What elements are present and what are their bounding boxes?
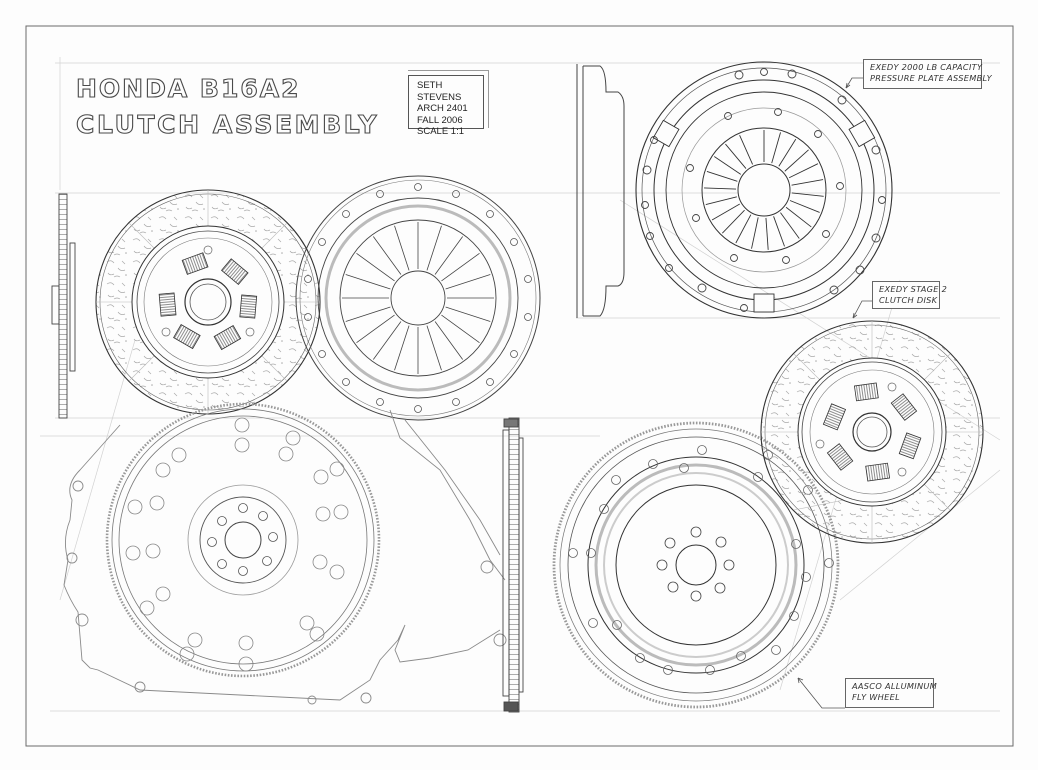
callout-pressure-plate-line2: PRESSURE PLATE ASSEMBLY	[870, 73, 992, 83]
clutch-disk-side-profile	[51, 193, 76, 419]
pressure-plate-exploded	[295, 175, 541, 421]
title-block-term: FALL 2006	[417, 114, 463, 126]
drawing-title-line-1: HONDA B16A2	[75, 73, 301, 103]
bellhousing-gasket-outline	[63, 409, 507, 705]
title-block-course: ARCH 2401	[417, 103, 468, 115]
callout-flywheel: AASCO ALLUMINUM FLY WHEEL	[845, 678, 938, 708]
clutch-disk-detail	[760, 320, 984, 544]
title-block-scale: SCALE 1:1	[417, 126, 464, 138]
callout-flywheel-line2: FLY WHEEL	[852, 692, 900, 702]
callout-clutch-disk-line2: CLUTCH DISK	[879, 295, 938, 305]
callout-pressure-plate: EXEDY 2000 LB CAPACITY PRESSURE PLATE AS…	[863, 59, 992, 89]
callout-flywheel-line1: AASCO ALLUMINUM	[852, 681, 938, 691]
title-block: SETH STEVENS ARCH 2401 FALL 2006 SCALE 1…	[408, 70, 489, 137]
pressure-plate-side-profile	[576, 64, 625, 318]
callout-clutch-disk: EXEDY STAGE 2 CLUTCH DISK	[872, 281, 948, 309]
callout-leaders	[797, 77, 872, 709]
pressure-plate-detail	[635, 61, 893, 319]
callout-clutch-disk-line1: EXEDY STAGE 2	[879, 284, 948, 294]
stock-flywheel	[105, 402, 381, 678]
aluminum-flywheel-detail	[552, 421, 840, 709]
drawing-title-line-2: CLUTCH ASSEMBLY	[75, 109, 380, 139]
clutch-disk-exploded	[95, 189, 321, 415]
callout-pressure-plate-line1: EXEDY 2000 LB CAPACITY	[870, 62, 983, 72]
title-block-author: SETH STEVENS	[417, 80, 462, 103]
sheet-border	[25, 25, 1014, 747]
flywheel-side-profile	[502, 417, 524, 713]
